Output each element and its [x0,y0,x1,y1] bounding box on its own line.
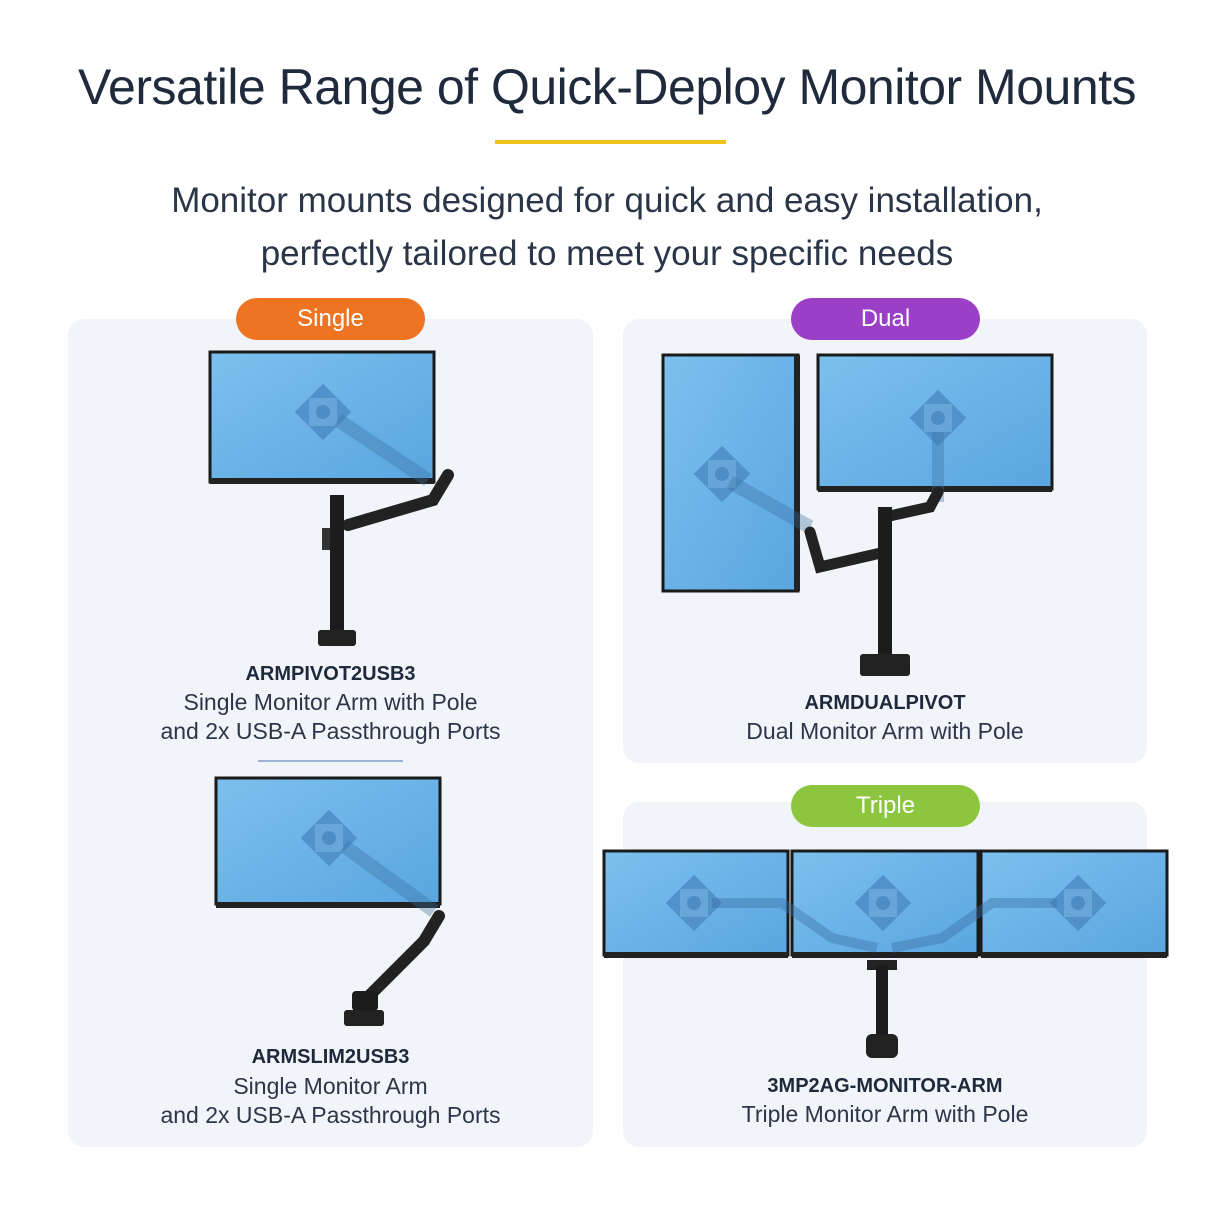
armslim2usb3-desc: Single Monitor Arm and 2x USB-A Passthro… [68,1072,593,1130]
subtitle-line-1: Monitor mounts designed for quick and ea… [171,181,1043,220]
armslim2usb3-sku: ARMSLIM2USB3 [251,1046,410,1068]
single-products-divider [258,760,403,762]
page-subtitle: Monitor mounts designed for quick and ea… [100,174,1114,280]
3mp2ag-monitor-arm-product-image [602,849,1169,1058]
armpivot2usb3-desc-line-1: Single Monitor Arm with Pole [183,689,478,715]
3mp2ag-monitor-arm-sku: 3MP2AG-MONITOR-ARM [767,1075,1003,1097]
armdualpivot-sku: ARMDUALPIVOT [804,692,966,714]
armslim2usb3-desc-line-2: and 2x USB-A Passthrough Ports [160,1102,501,1128]
triple-badge: Triple [791,785,980,827]
page-title: Versatile Range of Quick-Deploy Monitor … [77,59,1137,115]
armdualpivot-product-image [661,353,1054,676]
dual-badge: Dual [791,298,980,340]
armpivot2usb3-sku: ARMPIVOT2USB3 [245,663,416,685]
subtitle-line-2: perfectly tailored to meet your specific… [260,234,954,273]
single-badge: Single [236,298,425,340]
armpivot2usb3-desc: Single Monitor Arm with Pole and 2x USB-… [68,688,593,746]
armpivot2usb3-desc-line-2: and 2x USB-A Passthrough Ports [160,718,501,744]
armslim2usb3-desc-line-1: Single Monitor Arm [233,1073,428,1099]
title-accent-rule [495,140,726,144]
armslim2usb3-product-image [214,776,445,1026]
armdualpivot-desc: Dual Monitor Arm with Pole [746,718,1024,744]
armpivot2usb3-product-image [208,350,454,646]
3mp2ag-monitor-arm-desc: Triple Monitor Arm with Pole [741,1101,1029,1127]
